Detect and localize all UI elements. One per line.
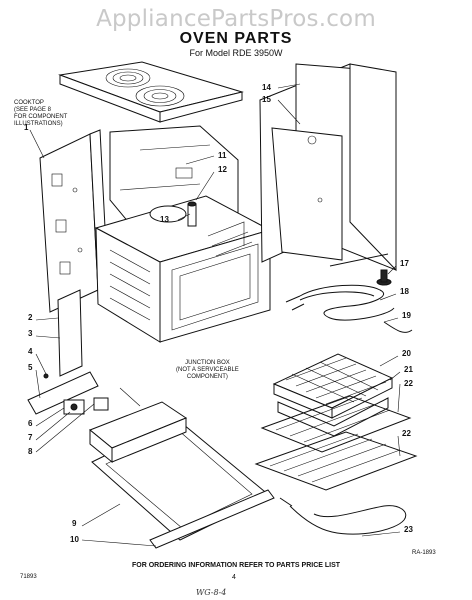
callout-12: 12 [218, 165, 227, 174]
callout-18: 18 [400, 287, 409, 296]
callout-20: 20 [402, 349, 411, 358]
page-number: 4 [232, 574, 236, 581]
callout-7: 7 [28, 433, 33, 442]
callout-6: 6 [28, 419, 33, 428]
callout-15: 15 [262, 95, 271, 104]
callout-23: 23 [404, 525, 413, 534]
junction-box [89, 387, 188, 464]
callout-22-upper: 22 [404, 379, 413, 388]
callout-13: 13 [160, 215, 169, 224]
bottom-element [289, 505, 407, 535]
callout-19: 19 [402, 311, 411, 320]
cooktop-note: COOKTOP (SEE PAGE 8 FOR COMPONENT ILLUST… [14, 100, 68, 127]
callout-9: 9 [72, 519, 77, 528]
callout-2: 2 [28, 313, 33, 322]
callout-22-lower: 22 [402, 429, 411, 438]
callout-8: 8 [28, 447, 33, 456]
terminal-block-assembly [27, 371, 109, 415]
callout-14: 14 [262, 83, 271, 92]
callout-4: 4 [28, 347, 33, 356]
cooktop-part [58, 61, 244, 123]
oven-rack-upper [260, 395, 412, 453]
side-bracket [57, 289, 83, 377]
diagram-subtitle: For Model RDE 3950W [189, 48, 283, 58]
junction-box-note: JUNCTION BOX (NOT A SERVICEABLE COMPONEN… [176, 360, 239, 380]
callout-1: 1 [24, 123, 29, 132]
callout-10: 10 [70, 535, 79, 544]
callout-3: 3 [28, 329, 33, 338]
watermark: AppliancePartsPros.com [96, 6, 376, 32]
doc-code: 71893 [20, 574, 37, 580]
callout-21: 21 [404, 365, 413, 374]
callout-11: 11 [218, 151, 227, 160]
broil-pan [272, 353, 394, 437]
oven-light-assembly [149, 201, 197, 227]
leader-lines [29, 83, 401, 547]
element-wire [383, 321, 413, 333]
ra-code: RA-1893 [412, 550, 436, 556]
callout-17: 17 [400, 259, 409, 268]
diagram-title: OVEN PARTS [179, 30, 293, 47]
handwritten-mark: WG-8-4 [196, 588, 227, 597]
oven-rack-lower [254, 431, 418, 491]
kick-plate [149, 489, 275, 549]
bake-element [285, 253, 395, 321]
callout-5: 5 [28, 363, 33, 372]
rear-insulation-panels [259, 63, 397, 272]
ordering-footer: FOR ORDERING INFORMATION REFER TO PARTS … [131, 562, 341, 569]
